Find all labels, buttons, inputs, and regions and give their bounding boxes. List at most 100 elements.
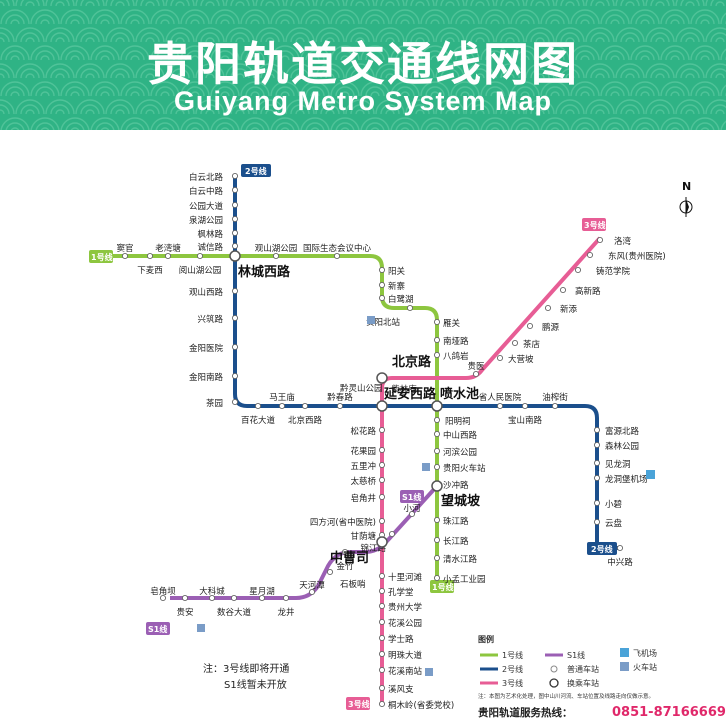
station-dot-guicai[interactable] bbox=[378, 602, 386, 610]
station-dot-baiyun_zhong[interactable] bbox=[231, 186, 239, 194]
station-dot-zhongxing[interactable] bbox=[616, 544, 624, 552]
station-dot-senlin[interactable] bbox=[593, 441, 601, 449]
station-dot-yueshan[interactable] bbox=[196, 252, 204, 260]
station-qianchun: 黔春路 bbox=[327, 392, 353, 403]
station-dot-mingzhu[interactable] bbox=[378, 650, 386, 658]
station-jinyang_hos: 金阳医院 bbox=[189, 343, 224, 354]
station-dot-jiaoxiao[interactable] bbox=[159, 594, 167, 602]
station-dot-tongmu[interactable] bbox=[378, 700, 386, 708]
station-dot-beijing_w[interactable] bbox=[301, 402, 309, 410]
station-dot-huaxi[interactable] bbox=[378, 618, 386, 626]
station-longdongbao: 龙洞堡机场 bbox=[605, 474, 648, 485]
station-dot-huaxi_nan[interactable] bbox=[378, 666, 386, 674]
legend-line2: 2号线 bbox=[502, 664, 523, 674]
station-dot-gaoxin[interactable] bbox=[559, 286, 567, 294]
station-dot-douyu[interactable] bbox=[121, 252, 129, 260]
station-dot-chayuan[interactable] bbox=[231, 398, 239, 406]
station-dot-fuyuan_bei[interactable] bbox=[593, 426, 601, 434]
station-dot-guanshan[interactable] bbox=[231, 287, 239, 295]
station-dot-baoshan[interactable] bbox=[521, 402, 529, 410]
station-dot-xiaobi[interactable] bbox=[593, 499, 601, 507]
station-dot-huaguo[interactable] bbox=[378, 446, 386, 454]
railway-icon bbox=[620, 662, 629, 671]
station-dot-xiaohe[interactable] bbox=[408, 510, 416, 518]
station-dot-chengxin[interactable] bbox=[231, 242, 239, 250]
station-dot-yanguan[interactable] bbox=[433, 318, 441, 326]
station-dot-shiyuan[interactable] bbox=[378, 517, 386, 525]
station-dot-gongyuan[interactable] bbox=[231, 201, 239, 209]
legend-line1: 1号线 bbox=[502, 650, 523, 660]
station-dot-qianchun[interactable] bbox=[336, 402, 344, 410]
station-dot-yangguan[interactable] bbox=[378, 266, 386, 274]
station-dot-xinzhai[interactable] bbox=[378, 281, 386, 289]
station-dot-xingyue[interactable] bbox=[258, 594, 266, 602]
station-dot-laowantang[interactable] bbox=[164, 252, 172, 260]
station-dot-liufeng[interactable] bbox=[378, 684, 386, 692]
station-dot-xingzhu[interactable] bbox=[231, 314, 239, 322]
metro-map[interactable]: N 2号线 2号线 1号线 1号线 bbox=[0, 130, 726, 721]
station-dot-bagedian[interactable] bbox=[433, 351, 441, 359]
station-dot-daying[interactable] bbox=[496, 354, 504, 362]
station-dot-nanming[interactable] bbox=[433, 336, 441, 344]
station-dot-longdongbao[interactable] bbox=[593, 474, 601, 482]
station-guicai: 贵州大学 bbox=[388, 602, 423, 613]
station-dot-gangguo[interactable] bbox=[378, 493, 386, 501]
station-dot-zhuanlao[interactable] bbox=[574, 266, 582, 274]
station-dot-dongfeng[interactable] bbox=[586, 251, 594, 259]
station-dot-luochong[interactable] bbox=[596, 236, 604, 244]
station-xiaohe: 小河 bbox=[403, 503, 421, 514]
station-dot-zijin[interactable] bbox=[400, 388, 408, 396]
station-dot-jinzhu[interactable] bbox=[341, 548, 349, 556]
station-dot-xinxi[interactable] bbox=[544, 304, 552, 312]
station-dot-jianlong[interactable] bbox=[593, 459, 601, 467]
station-dot-shiqiao[interactable] bbox=[326, 568, 334, 576]
station-huaguo: 花果园 bbox=[350, 446, 376, 457]
station-dot-yangming[interactable] bbox=[433, 416, 441, 424]
station-dot-xueshi[interactable] bbox=[378, 634, 386, 642]
station-dot-chadian[interactable] bbox=[511, 339, 519, 347]
station-dingshui: 鹏源 bbox=[542, 322, 560, 333]
station-dot-guian[interactable] bbox=[181, 594, 189, 602]
station-dot-quanhu[interactable] bbox=[231, 215, 239, 223]
station-gandangqiao: 甘荫塘 bbox=[350, 531, 376, 542]
station-dot-youzha[interactable] bbox=[551, 402, 559, 410]
station-dot-songhua[interactable] bbox=[378, 426, 386, 434]
station-dot-zhongshan[interactable] bbox=[433, 430, 441, 438]
station-dot-kongxuetang[interactable] bbox=[378, 587, 386, 595]
transfer-beijinglu bbox=[376, 372, 388, 384]
station-dot-shiliheku[interactable] bbox=[378, 572, 386, 580]
station-dot-hebin[interactable] bbox=[433, 447, 441, 455]
station-dot-jinyang_nan[interactable] bbox=[231, 372, 239, 380]
station-baiyun_bei: 白云北路 bbox=[189, 172, 224, 183]
station-dot-guoji[interactable] bbox=[333, 252, 341, 260]
station-dot-xiaomeng[interactable] bbox=[433, 574, 441, 582]
station-dot-tianhe[interactable] bbox=[308, 588, 316, 596]
station-dot-baiyun_bei[interactable] bbox=[231, 172, 239, 180]
station-dot-maluo[interactable] bbox=[278, 402, 286, 410]
station-dot-dake[interactable] bbox=[208, 594, 216, 602]
station-zhujiang: 珠江路 bbox=[443, 516, 469, 527]
station-dot-fenglin[interactable] bbox=[231, 229, 239, 237]
station-dot-jinjiang[interactable] bbox=[388, 530, 396, 538]
station-dot-zhujiang[interactable] bbox=[433, 516, 441, 524]
station-dot-dingshui[interactable] bbox=[526, 322, 534, 330]
station-dot-baiyenao[interactable] bbox=[378, 294, 386, 302]
station-dot-guiyang_bei[interactable] bbox=[406, 304, 414, 312]
station-dot-shuxue[interactable] bbox=[230, 594, 238, 602]
legend-s1: S1线 bbox=[567, 650, 585, 660]
station-dot-jinyang_hos[interactable] bbox=[231, 343, 239, 351]
station-dot-yunpan[interactable] bbox=[593, 518, 601, 526]
station-dot-guida[interactable] bbox=[472, 370, 480, 378]
station-dot-wulicong[interactable] bbox=[378, 461, 386, 469]
station-dot-shengrenmin[interactable] bbox=[496, 402, 504, 410]
station-dot-xiamaiwu[interactable] bbox=[146, 252, 154, 260]
station-dot-guanshan_park[interactable] bbox=[272, 252, 280, 260]
station-dot-qingshuijiang[interactable] bbox=[433, 554, 441, 562]
line-2-badge-top-label: 2号线 bbox=[245, 166, 267, 176]
station-dot-longjing[interactable] bbox=[282, 594, 290, 602]
station-dot-baihua[interactable] bbox=[254, 402, 262, 410]
station-longjing: 龙井 bbox=[277, 607, 294, 618]
station-dot-changjiang[interactable] bbox=[433, 536, 441, 544]
station-dot-taicigiao[interactable] bbox=[378, 476, 386, 484]
station-dot-huochezhan[interactable] bbox=[433, 463, 441, 471]
